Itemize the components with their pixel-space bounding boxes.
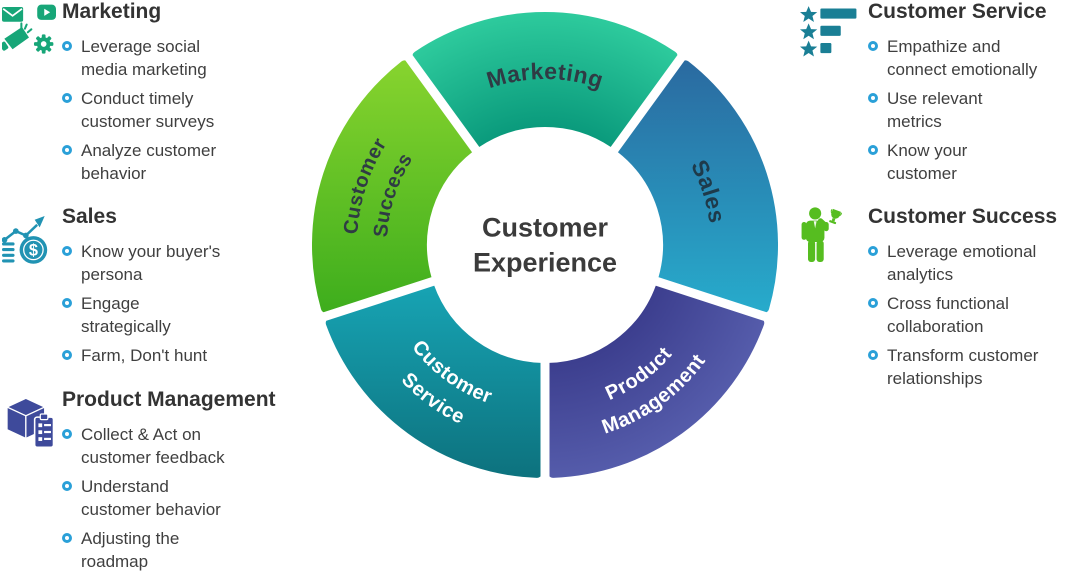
bullet-item: Understand customer behavior: [62, 475, 294, 521]
dollar-coin-icon: $: [19, 236, 48, 264]
bullet-text: Use relevant metrics: [887, 89, 983, 131]
segment-separator: [396, 43, 486, 161]
bullet-text: Understand customer behavior: [81, 477, 221, 519]
segment-separator: [310, 274, 444, 326]
bullet-ring-icon: [62, 93, 72, 103]
bullet-text: Know your customer: [887, 141, 968, 183]
bullet-item: Empathize and connect emotionally: [868, 35, 1066, 81]
bullet-item: Know your customer: [868, 139, 1066, 185]
bullet-ring-icon: [868, 350, 878, 360]
bullet-text: Analyze customer behavior: [81, 141, 217, 183]
trophy-icon: [829, 208, 842, 225]
bullet-ring-icon: [868, 93, 878, 103]
person-trophy-icon: [800, 205, 862, 396]
gear-icon: [33, 34, 54, 54]
bullet-text: Conduct timely customer surveys: [81, 89, 215, 131]
bullet-item: Leverage social media marketing: [62, 35, 262, 81]
star-icon: [800, 6, 818, 22]
donut-center-label: Experience: [473, 248, 617, 278]
sales-growth-coin-icon: $: [2, 205, 56, 373]
bullet-item: Conduct timely customer surveys: [62, 87, 262, 133]
bullet-item: Engage strategically: [62, 292, 262, 338]
section-title: Customer Service: [868, 0, 1047, 23]
bullet-ring-icon: [62, 350, 72, 360]
svg-text:$: $: [29, 242, 38, 260]
bullet-item: Transform customer relationships: [868, 344, 1066, 390]
star-icon: [800, 23, 818, 40]
bullet-text: Farm, Don't hunt: [81, 346, 208, 365]
section-marketing: Marketing Leverage social media marketin…: [2, 0, 262, 191]
megaphone-icon: [2, 22, 33, 51]
bullet-item: Use relevant metrics: [868, 87, 1066, 133]
bullet-text: Transform customer relationships: [887, 346, 1039, 388]
package-clipboard-icon: [2, 388, 56, 573]
customer-experience-cycle-chart: MarketingSalesProductManagementCustomerS…: [310, 11, 780, 480]
section-customer-success: Customer Success Leverage emotional anal…: [800, 205, 1066, 396]
bullet-item: Farm, Don't hunt: [62, 344, 262, 367]
section-product-management: Product Management Collect & Act on cust…: [2, 388, 294, 573]
bullet-text: Empathize and connect emotionally: [887, 37, 1038, 79]
money-stack-icon: [2, 242, 15, 263]
bullet-text: Leverage social media marketing: [81, 37, 207, 79]
bullet-ring-icon: [62, 481, 72, 491]
bullet-ring-icon: [62, 298, 72, 308]
bullet-text: Know your buyer's persona: [81, 242, 221, 284]
envelope-icon: [2, 7, 24, 22]
rating-bars-icon: [820, 8, 857, 54]
bullet-item: Know your buyer's persona: [62, 240, 262, 286]
bullet-item: Leverage emotional analytics: [868, 240, 1066, 286]
segment-separator: [604, 43, 694, 161]
bullet-item: Cross functional collaboration: [868, 292, 1066, 338]
segment-customer-success: [312, 60, 475, 313]
section-title: Marketing: [62, 0, 162, 23]
marketing-tools-icon: [2, 0, 56, 191]
star-rating-icon: [800, 0, 862, 191]
donut-center-label: Customer: [482, 213, 609, 243]
section-customer-service: Customer Service Empathize and connect e…: [800, 0, 1066, 191]
bullet-ring-icon: [868, 145, 878, 155]
segment-customer-service: [325, 282, 546, 478]
bullet-ring-icon: [62, 533, 72, 543]
clipboard-icon: [33, 413, 55, 449]
segment-sales: [615, 60, 778, 313]
growth-chart-icon: [2, 216, 45, 243]
bullet-item: Analyze customer behavior: [62, 139, 262, 185]
bullet-ring-icon: [62, 145, 72, 155]
bullet-item: Collect & Act on customer feedback: [62, 423, 294, 469]
segment-product-management: [544, 282, 765, 478]
bullet-ring-icon: [62, 41, 72, 51]
segment-marketing: [412, 11, 678, 149]
bullet-text: Engage strategically: [81, 294, 171, 336]
bullet-item: Adjusting the roadmap: [62, 527, 294, 573]
section-title: Product Management: [62, 388, 276, 411]
segment-separator: [646, 274, 780, 326]
video-play-icon: [37, 4, 56, 20]
bullet-ring-icon: [868, 298, 878, 308]
bullet-text: Leverage emotional analytics: [887, 242, 1037, 284]
bullet-text: Cross functional collaboration: [887, 294, 1009, 336]
section-title: Sales: [62, 205, 117, 228]
bullet-ring-icon: [868, 41, 878, 51]
bullet-ring-icon: [62, 246, 72, 256]
bullet-text: Collect & Act on customer feedback: [81, 425, 225, 467]
star-icon: [800, 40, 818, 57]
bullet-text: Adjusting the roadmap: [81, 529, 180, 571]
bullet-ring-icon: [868, 246, 878, 256]
section-title: Customer Success: [868, 205, 1058, 228]
bullet-ring-icon: [62, 429, 72, 439]
